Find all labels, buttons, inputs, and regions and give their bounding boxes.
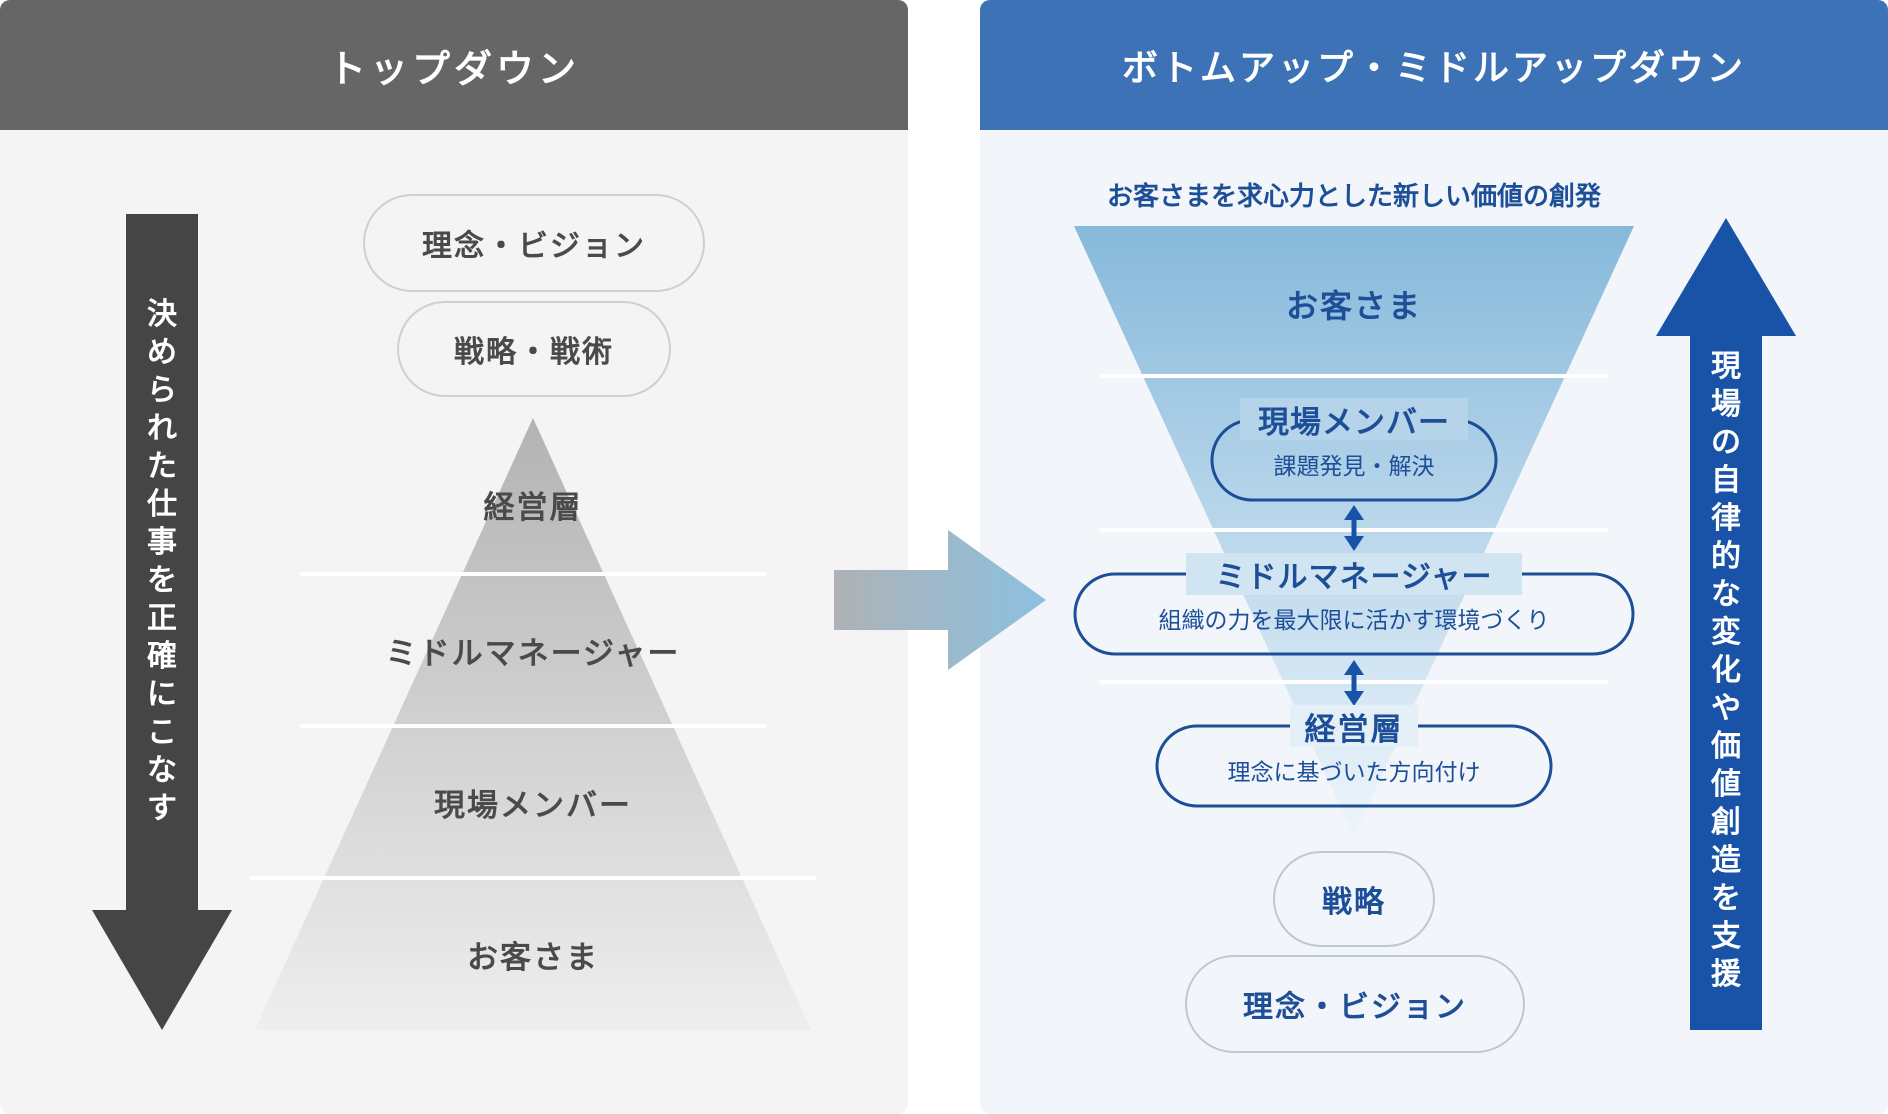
right-vertical-text: 現場の自律的な変化や価値創造を支援 [1711,349,1741,992]
right-pill-strategy-shape [1273,851,1435,947]
funnel-customer: お客さま [1285,287,1422,325]
pyramid-level-middle: ミドルマネージャー [385,635,681,672]
pyramid [250,418,816,1030]
right-title: ボトムアップ・ミドルアップダウン [1121,48,1746,89]
member-sub: 課題発見・解決 [1273,454,1435,480]
middle-sub: 組織の力を最大限に活かす環境づくり [1158,608,1550,634]
double-arrow-2 [1344,660,1364,706]
pyramid-level-member: 現場メンバー [434,787,632,824]
up-arrow [1656,218,1796,1030]
middle-title: ミドルマネージャー [1186,553,1522,595]
right-pill-vision: 理念・ビジョン [1243,990,1467,1025]
right-caption: お客さまを求心力とした新しい価値の創発 [1106,181,1601,212]
pyramid-level-customer: お客さま [467,939,599,976]
right-pill-strategy: 戦略 [1322,885,1386,920]
right-pill-vision-shape [1185,955,1525,1053]
member-title: 現場メンバー [1240,398,1468,441]
exec-sub: 理念に基づいた方向付け [1227,760,1481,786]
down-arrow [92,214,232,1030]
pill-vision-shape [363,194,705,292]
transition-arrow [834,530,1046,670]
left-pill-strategy: 戦略・戦術 [454,335,614,370]
exec-title: 経営層 [1290,705,1418,748]
left-header-bar [0,0,908,130]
left-pill-vision: 理念・ビジョン [422,229,646,264]
pyramid-level-exec: 経営層 [483,489,583,526]
left-vertical-text: 決められた仕事を正確にこなす [147,297,177,826]
double-arrow-1 [1344,505,1364,551]
right-header-bar [980,0,1888,130]
left-title: トップダウン [327,46,580,91]
pill-strategy-shape [397,301,671,397]
